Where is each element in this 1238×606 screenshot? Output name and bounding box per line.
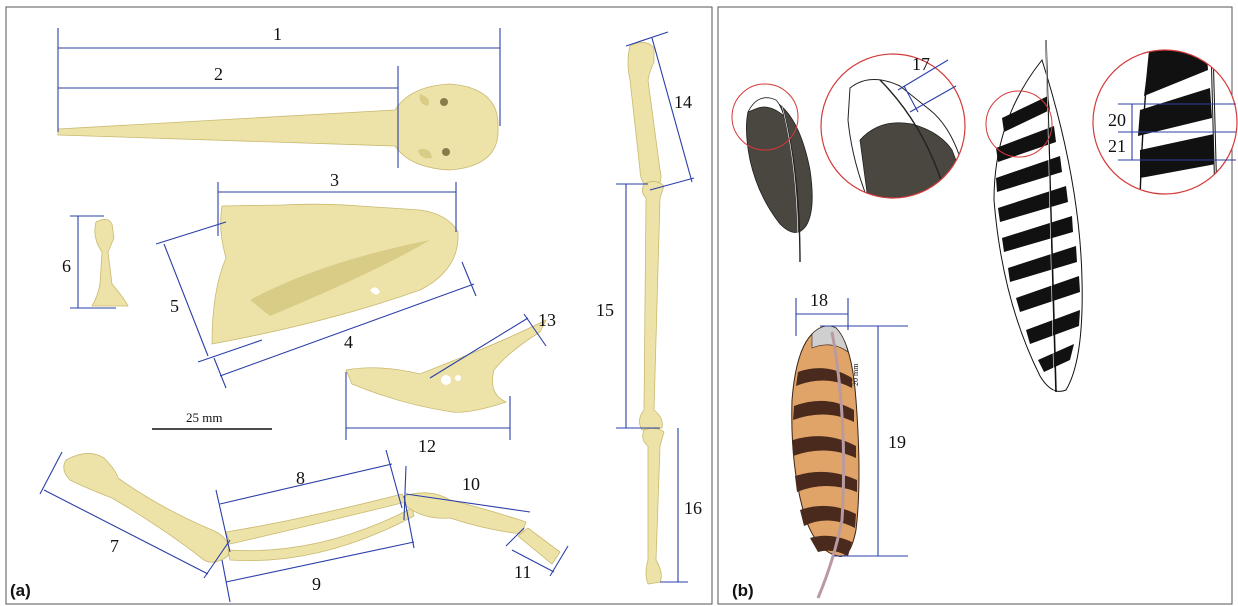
coracoid-small-bone bbox=[92, 219, 128, 306]
dark-feather bbox=[746, 98, 812, 262]
measurement-label-7: 7 bbox=[110, 536, 119, 556]
measurement-label-20: 20 bbox=[1108, 110, 1126, 130]
skull bbox=[58, 84, 498, 170]
measurement-label-1: 1 bbox=[273, 24, 282, 44]
measurement-label-14: 14 bbox=[674, 92, 692, 112]
measurement-label-18: 18 bbox=[810, 290, 828, 310]
measurement-label-13: 13 bbox=[538, 310, 556, 330]
measurement-label-5: 5 bbox=[170, 296, 179, 316]
measurement-label-19: 19 bbox=[888, 432, 906, 452]
sternum bbox=[212, 204, 458, 344]
pelvis bbox=[346, 320, 546, 412]
measurement-label-10: 10 bbox=[462, 474, 480, 494]
femur bbox=[628, 42, 661, 190]
bone-scale-label: 25 mm bbox=[186, 410, 222, 425]
humerus bbox=[64, 453, 229, 562]
measurement-label-9: 9 bbox=[312, 574, 321, 594]
measurement-label-6: 6 bbox=[62, 256, 71, 276]
measurement-label-15: 15 bbox=[596, 300, 614, 320]
measurement-label-12: 12 bbox=[418, 436, 436, 456]
phalanx bbox=[518, 528, 560, 564]
measurement-label-16: 16 bbox=[684, 498, 702, 518]
tibiotarsus bbox=[639, 181, 664, 430]
carpometacarpus bbox=[404, 493, 526, 534]
measurement-label-11: 11 bbox=[514, 562, 531, 582]
measurement-label-17: 17 bbox=[912, 54, 930, 74]
measurement-label-2: 2 bbox=[214, 64, 223, 84]
striped-brown-feather bbox=[792, 326, 859, 598]
ulna-radius bbox=[226, 494, 414, 561]
feather-scale-label: 20 mm bbox=[851, 363, 860, 386]
measurement-label-21: 21 bbox=[1108, 136, 1126, 156]
panel-a-label: (a) bbox=[10, 581, 31, 600]
measurement-label-4: 4 bbox=[344, 332, 353, 352]
measurement-label-8: 8 bbox=[296, 468, 305, 488]
tarsometatarsus bbox=[643, 428, 664, 584]
measurement-label-3: 3 bbox=[330, 170, 339, 190]
panel-b-label: (b) bbox=[732, 581, 754, 600]
zoom-feather-tip bbox=[848, 79, 970, 210]
